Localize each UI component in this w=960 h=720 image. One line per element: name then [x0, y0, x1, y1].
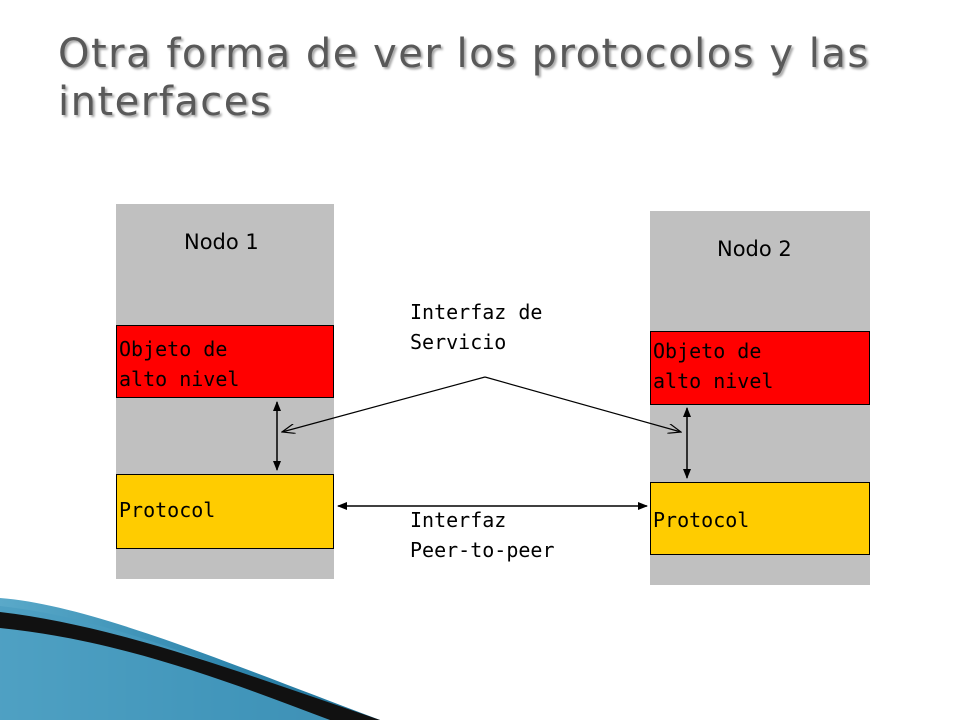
service-interface-label: Interfaz de Servicio — [410, 300, 543, 354]
service-interface-line-left — [282, 376, 486, 432]
node-2-protocol: Protocol — [650, 482, 870, 555]
node-1-label: Nodo 1 — [184, 230, 259, 254]
node-2-high-level-object-label: Objeto de alto nivel — [653, 339, 774, 393]
slide-title: Otra forma de ver los protocolos y las i… — [58, 31, 870, 125]
decorative-swoosh — [0, 598, 380, 720]
service-interface-line-right — [484, 376, 681, 432]
node-2-high-level-object: Objeto de alto nivel — [650, 331, 870, 405]
node-1-high-level-object-label: Objeto de alto nivel — [119, 337, 240, 391]
node-2-protocol-label: Protocol — [653, 508, 750, 532]
node-2-label: Nodo 2 — [717, 237, 792, 261]
node-1-high-level-object: Objeto de alto nivel — [116, 325, 334, 398]
node-1-protocol-label: Protocol — [119, 498, 216, 522]
peer-interface-label: Interfaz Peer-to-peer — [410, 508, 555, 562]
node-1-protocol: Protocol — [116, 474, 334, 549]
